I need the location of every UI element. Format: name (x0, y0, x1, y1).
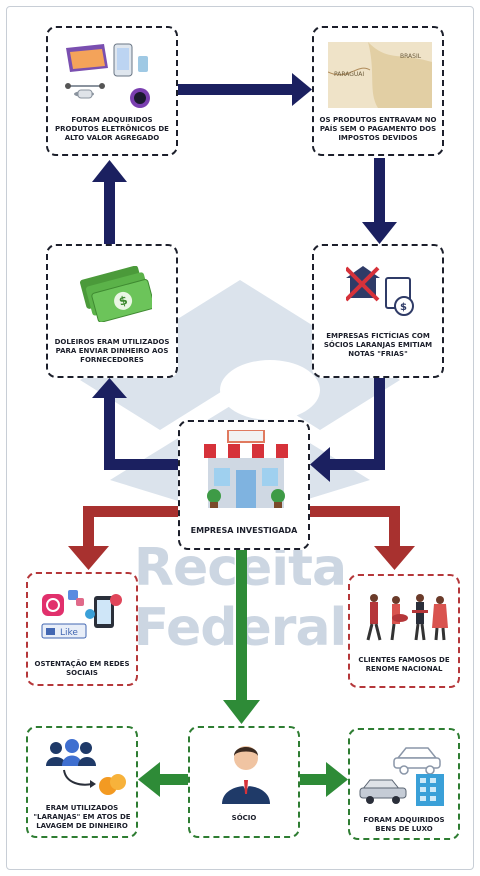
box-socio: Sócio (188, 726, 300, 838)
electronics-icon (65, 43, 150, 108)
svg-text:$: $ (400, 302, 407, 313)
storefront-icon (204, 430, 288, 508)
label-clientes: Clientes famosos de renome nacional (358, 656, 450, 673)
luxury-goods-icon (359, 747, 444, 806)
arrow-impostos-to-ficticias (374, 158, 385, 226)
arrow-produtos-to-impostos (178, 84, 296, 95)
box-ostentacao: Like Ostentação em redes sociais (26, 572, 138, 686)
fake-invoice-icon: $ (346, 266, 414, 316)
arrow-socio-to-bens (300, 774, 330, 785)
box-impostos: PARAGUAI BRASIL Os produtos entravam no … (312, 26, 444, 156)
map-label-paraguai: PARAGUAI (334, 71, 364, 78)
box-clientes-famosos: Clientes famosos de renome nacional (348, 574, 460, 688)
page-frame (6, 6, 474, 870)
box-laranjas: Eram utilizados "laranjas" em atos de la… (26, 726, 138, 838)
label-doleiros: Doleiros eram utilizados para enviar din… (54, 338, 170, 364)
arrow-empresa-to-clientes (310, 506, 400, 548)
svg-text:$: $ (117, 293, 129, 309)
like-text: Like (60, 628, 78, 638)
label-ficticias: Empresas fictícias com sócios laranjas e… (323, 332, 433, 358)
box-empresas-ficticias: $ Empresas fictícias com sócios laranjas… (312, 244, 444, 378)
celebrities-icon (366, 594, 448, 641)
people-money-icon (46, 739, 126, 795)
social-media-icon: Like (41, 590, 122, 639)
box-doleiros: $ Doleiros eram utilizados para enviar d… (46, 244, 178, 378)
label-impostos: Os produtos entravam no país sem o pagam… (319, 116, 437, 142)
businessman-icon (222, 746, 270, 804)
label-socio: Sócio (231, 814, 257, 822)
arrow-ficticias-to-empresa (330, 378, 385, 470)
box-produtos-eletronicos: Foram adquiridos produtos eletrônicos de… (46, 26, 178, 156)
label-produtos: Foram adquiridos produtos eletrônicos de… (55, 116, 169, 142)
map-label-brasil: BRASIL (400, 53, 422, 60)
box-bens-de-luxo: Foram adquiridos bens de luxo (348, 728, 460, 840)
arrow-socio-to-laranjas (156, 774, 188, 785)
box-empresa-investigada: Empresa investigada (178, 420, 310, 550)
money-icon: $ (80, 266, 152, 322)
label-laranjas: Eram utilizados "laranjas" em atos de la… (33, 804, 131, 830)
arrow-empresa-to-socio (236, 550, 247, 704)
label-empresa: Empresa investigada (190, 526, 298, 535)
arrow-doleiros-to-produtos (104, 178, 115, 244)
arrow-empresa-to-ostentacao (83, 506, 178, 548)
arrow-empresa-to-doleiros (104, 395, 178, 470)
map-icon: PARAGUAI BRASIL (328, 42, 432, 108)
label-ostentacao: Ostentação em redes sociais (34, 660, 130, 677)
label-bens: Foram adquiridos bens de luxo (363, 816, 445, 833)
